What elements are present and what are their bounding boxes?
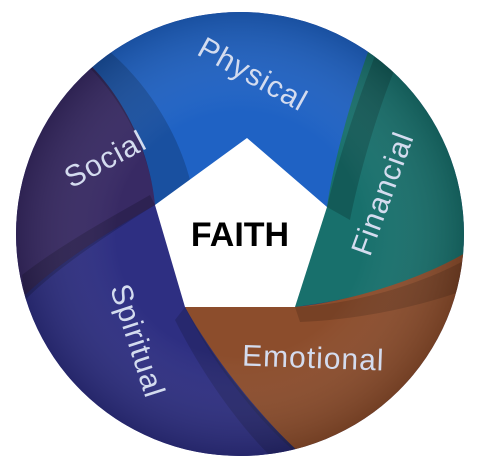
center-label-faith: FAITH (191, 216, 289, 254)
label-emotional: Emotional (242, 340, 385, 378)
center-pentagon (155, 138, 327, 307)
